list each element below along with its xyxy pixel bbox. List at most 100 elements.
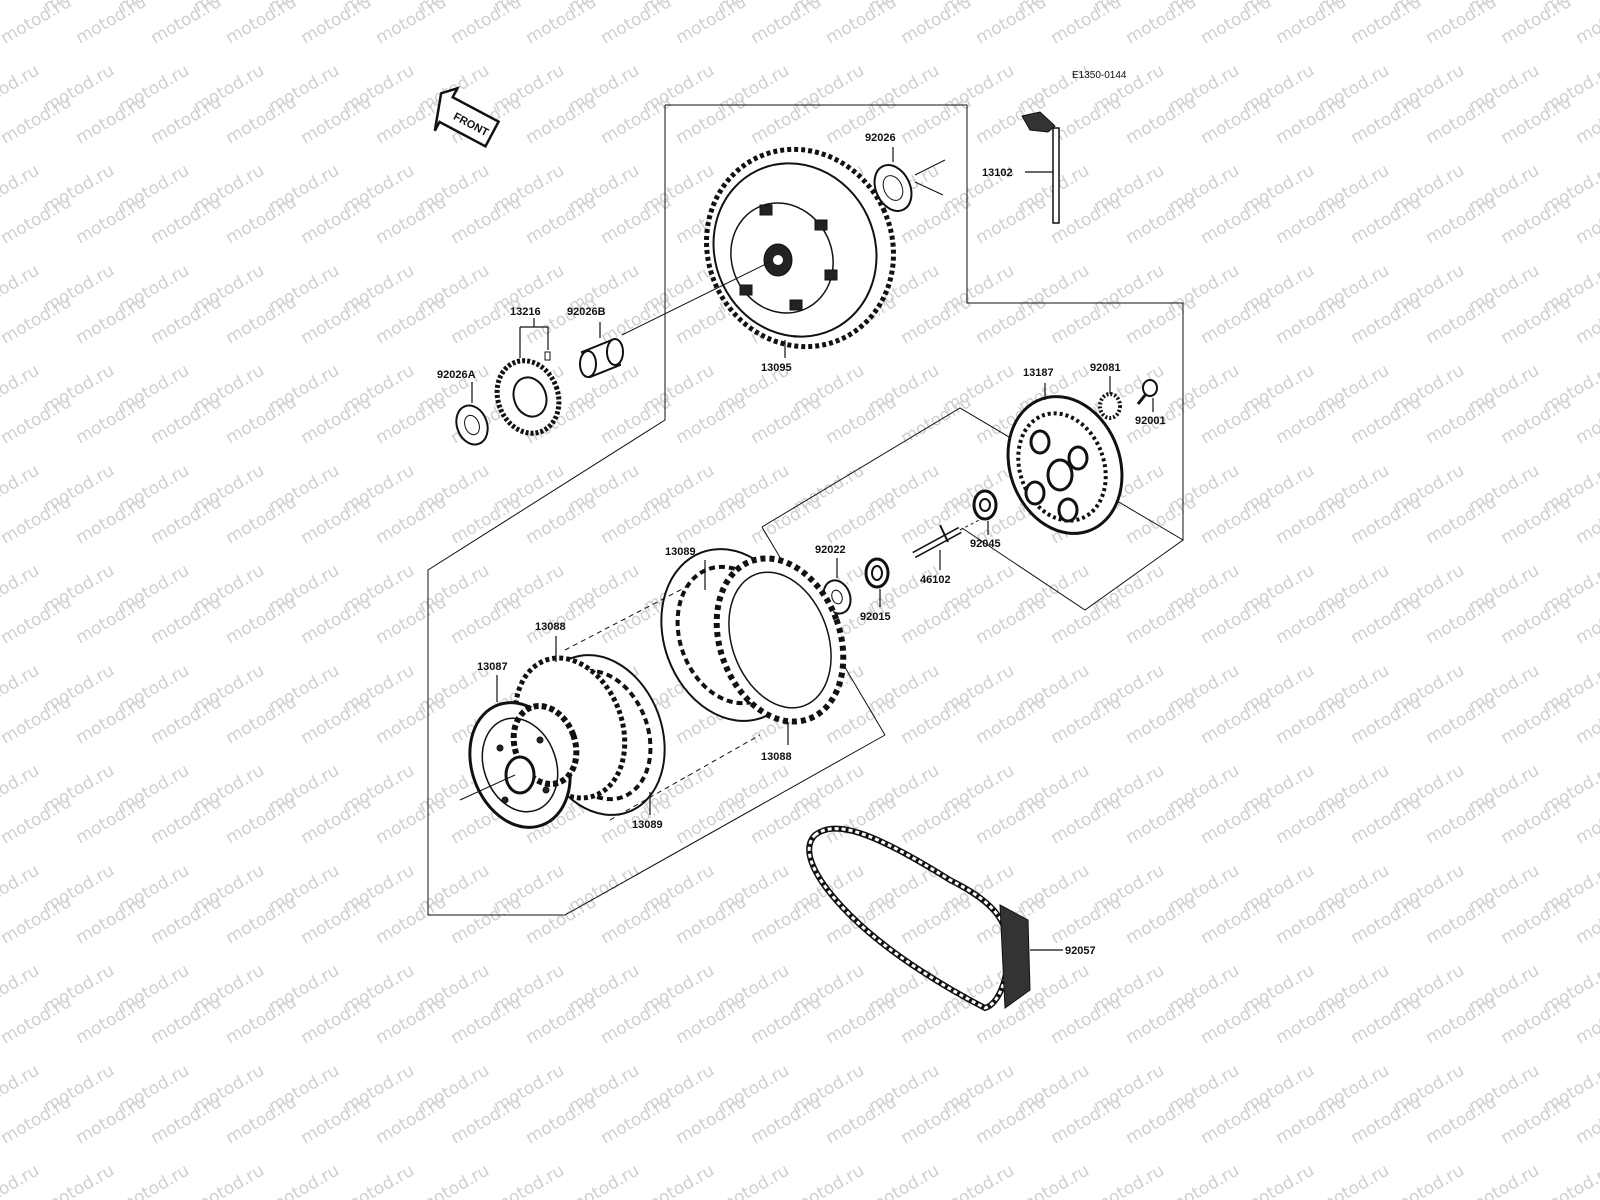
watermark-text: motod.ru bbox=[1497, 492, 1575, 548]
watermark-text: motod.ru bbox=[1197, 692, 1275, 748]
clutch-hub-13087 bbox=[468, 701, 580, 829]
pushrod-46102 bbox=[912, 516, 986, 559]
watermark-text: motod.ru bbox=[222, 992, 300, 1048]
watermark-text: motod.ru bbox=[1497, 0, 1575, 48]
watermark-text: motod.ru bbox=[147, 292, 225, 348]
watermark-text: motod.ru bbox=[0, 392, 75, 448]
part-label-92026: 92026 bbox=[865, 132, 896, 144]
watermark-text: motod.ru bbox=[222, 1092, 300, 1148]
watermark-text: motod.ru bbox=[597, 392, 675, 448]
watermark-text: motod.ru bbox=[1347, 192, 1425, 248]
watermark-text: motod.ru bbox=[1422, 392, 1500, 448]
spring-92081 bbox=[1098, 392, 1122, 420]
watermark-text: motod.ru bbox=[1165, 1161, 1243, 1200]
watermark-text: motod.ru bbox=[897, 892, 975, 948]
watermark-text: motod.ru bbox=[1272, 692, 1350, 748]
part-label-92015: 92015 bbox=[860, 611, 891, 623]
watermark-text: motod.ru bbox=[297, 1092, 375, 1148]
watermark-text: motod.ru bbox=[1347, 792, 1425, 848]
watermark-text: motod.ru bbox=[1047, 692, 1125, 748]
watermark-text: motod.ru bbox=[522, 892, 600, 948]
watermark-text: motod.ru bbox=[522, 492, 600, 548]
plate-stack-guides bbox=[564, 584, 761, 821]
part-label-92081: 92081 bbox=[1090, 362, 1121, 374]
watermark-text: motod.ru bbox=[597, 192, 675, 248]
watermark-text: motod.ru bbox=[790, 1161, 868, 1200]
watermark-text: motod.ru bbox=[297, 492, 375, 548]
watermark-text: motod.ru bbox=[0, 492, 75, 548]
watermark-text: motod.ru bbox=[597, 0, 675, 48]
watermark-text: motod.ru bbox=[1047, 592, 1125, 648]
clutch-housing-outline bbox=[665, 104, 1184, 540]
watermark-text: motod.ru bbox=[190, 1161, 268, 1200]
watermark-text: motod.ru bbox=[897, 1092, 975, 1148]
watermark-text: motod.ru bbox=[1497, 1092, 1575, 1148]
watermark-text: motod.ru bbox=[1272, 192, 1350, 248]
watermark-text: motod.ru bbox=[40, 1161, 118, 1200]
watermark-text: motod.ru bbox=[822, 792, 900, 848]
watermark-text: motod.ru bbox=[72, 1092, 150, 1148]
watermark-text: motod.ru bbox=[1347, 992, 1425, 1048]
watermark-text: motod.ru bbox=[1047, 892, 1125, 948]
watermark-text: motod.ru bbox=[747, 392, 825, 448]
watermark-text: motod.ru bbox=[1422, 192, 1500, 248]
watermark-text: motod.ru bbox=[1422, 292, 1500, 348]
watermark-text: motod.ru bbox=[372, 1092, 450, 1148]
watermark-text: motod.ru bbox=[597, 92, 675, 148]
watermark-text: motod.ru bbox=[1272, 292, 1350, 348]
pressure-plate-outline bbox=[761, 407, 1184, 611]
watermark-text: motod.ru bbox=[297, 292, 375, 348]
watermark-text: motod.ru bbox=[1122, 1092, 1200, 1148]
watermark-text: motod.ru bbox=[1272, 1092, 1350, 1148]
watermark-text: motod.ru bbox=[1347, 0, 1425, 48]
watermark-text: motod.ru bbox=[447, 592, 525, 648]
watermark-text: motod.ru bbox=[1422, 492, 1500, 548]
sprocket-13216 bbox=[494, 358, 562, 436]
watermark-text: motod.ru bbox=[222, 0, 300, 48]
watermark-text: motod.ru bbox=[72, 692, 150, 748]
watermark-text: motod.ru bbox=[1197, 0, 1275, 48]
watermark-text: motod.ru bbox=[1272, 492, 1350, 548]
watermark-text: motod.ru bbox=[822, 392, 900, 448]
watermark-text: motod.ru bbox=[222, 392, 300, 448]
part-label-13088-bottom: 13088 bbox=[761, 751, 792, 763]
watermark-text: motod.ru bbox=[147, 792, 225, 848]
watermark-text: motod.ru bbox=[822, 1092, 900, 1148]
part-label-46102: 46102 bbox=[920, 574, 951, 586]
watermark-text: motod.ru bbox=[1422, 692, 1500, 748]
watermark-text: motod.ru bbox=[522, 92, 600, 148]
axis-arrow-13087 bbox=[459, 774, 516, 801]
axis-arrow-92026 bbox=[914, 159, 946, 196]
watermark-text: motod.ru bbox=[522, 992, 600, 1048]
watermark-text: motod.ru bbox=[1390, 1161, 1468, 1200]
watermark-text: motod.ru bbox=[72, 0, 150, 48]
watermark-text: motod.ru bbox=[372, 592, 450, 648]
part-label-13216: 13216 bbox=[510, 306, 541, 318]
figure-code: E1350-0144 bbox=[1072, 70, 1127, 81]
washer-92026A bbox=[455, 404, 489, 446]
watermark-text: motod.ru bbox=[672, 392, 750, 448]
watermark-text: motod.ru bbox=[972, 692, 1050, 748]
pressure-plate-13187 bbox=[1006, 395, 1124, 535]
watermark-text: motod.ru bbox=[747, 992, 825, 1048]
watermark-text: motod.ru bbox=[1197, 92, 1275, 148]
watermark-text: motod.ru bbox=[522, 0, 600, 48]
watermark-text: motod.ru bbox=[1497, 192, 1575, 248]
bearing-92045 bbox=[972, 489, 998, 521]
watermark-text: motod.ru bbox=[1315, 1161, 1393, 1200]
watermark-text: motod.ru bbox=[415, 1161, 493, 1200]
part-label-13089-top: 13089 bbox=[665, 546, 696, 558]
watermark-text: motod.ru bbox=[747, 0, 825, 48]
watermark-text: motod.ru bbox=[1122, 192, 1200, 248]
part-label-92001: 92001 bbox=[1135, 415, 1166, 427]
watermark-text: motod.ru bbox=[672, 492, 750, 548]
watermark-text: motod.ru bbox=[297, 992, 375, 1048]
watermark-text: motod.ru bbox=[147, 92, 225, 148]
watermark-text: motod.ru bbox=[747, 92, 825, 148]
watermark-text: motod.ru bbox=[1197, 592, 1275, 648]
nut-92015 bbox=[864, 557, 890, 589]
part-label-92045: 92045 bbox=[970, 538, 1001, 550]
watermark-text: motod.ru bbox=[222, 292, 300, 348]
part-label-13095: 13095 bbox=[761, 362, 792, 374]
watermark-text: motod.ru bbox=[297, 592, 375, 648]
